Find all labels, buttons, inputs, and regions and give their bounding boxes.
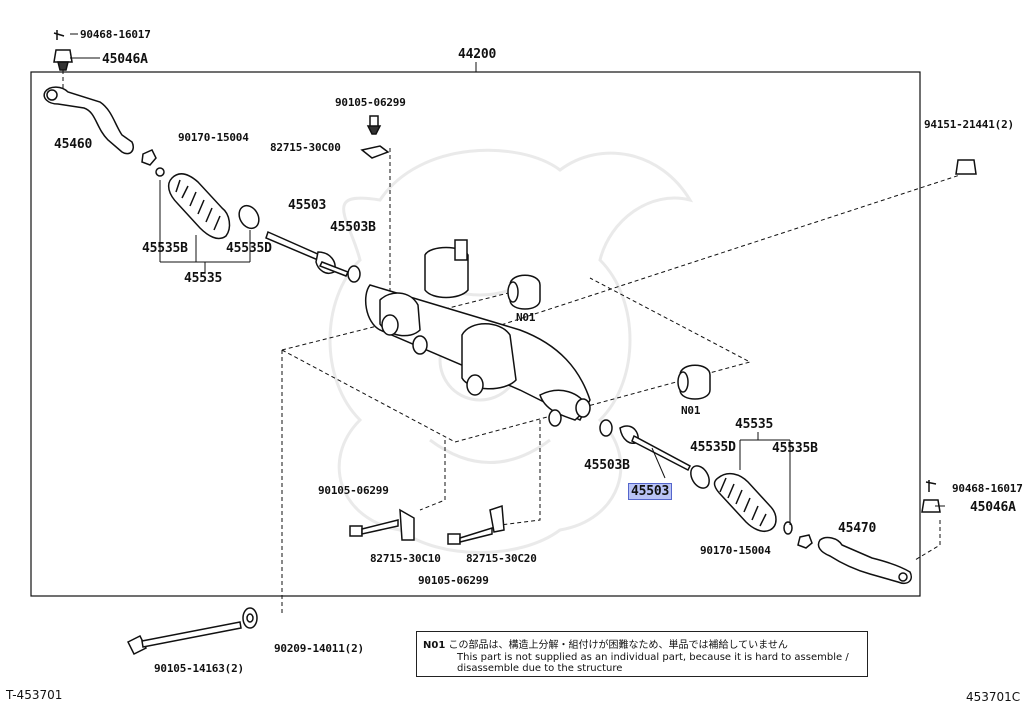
note-japanese-text: この部品は、構造上分解・組付けが困難なため、単品では補給していません	[448, 640, 788, 651]
part-45046A-right-label[interactable]: 45046A	[970, 500, 1016, 515]
boot-left-drawing	[167, 173, 260, 240]
part-45535-right-label[interactable]: 45535	[735, 417, 774, 432]
part-90105-top-label[interactable]: 90105-06299	[335, 96, 406, 109]
assembly-number[interactable]: 44200	[458, 47, 497, 62]
part-90170-left-label[interactable]: 90170-15004	[178, 131, 249, 144]
n01-top-label[interactable]: N01	[516, 311, 536, 324]
part-45535D-right-label[interactable]: 45535D	[690, 440, 736, 455]
part-82715-30C20-label[interactable]: 82715-30C20	[466, 552, 537, 565]
note-japanese: N01 この部品は、構造上分解・組付けが困難なため、単品では補給していません	[423, 636, 788, 651]
note-code: N01	[423, 640, 446, 651]
bolt-bracket-bottom-left-drawing	[349, 508, 415, 541]
part-90105-14163-label[interactable]: 90105-14163(2)	[154, 662, 244, 675]
bushing-94151-drawing	[955, 159, 977, 175]
part-45503-left-label[interactable]: 45503	[288, 198, 327, 213]
note-english: This part is not supplied as an individu…	[457, 652, 849, 674]
part-82715-30C00-label[interactable]: 82715-30C00	[270, 141, 341, 154]
part-45535B-left-label[interactable]: 45535B	[142, 241, 188, 256]
long-bolt-washer-drawing	[126, 607, 258, 656]
part-45503B-right-label[interactable]: 45503B	[584, 458, 630, 473]
part-45503-right-label-highlighted[interactable]: 45503	[628, 483, 673, 500]
part-90468-top-label[interactable]: 90468-16017	[80, 28, 151, 41]
part-82715-30C10-label[interactable]: 82715-30C10	[370, 552, 441, 565]
boot-right-drawing	[690, 465, 813, 549]
part-45470-label[interactable]: 45470	[838, 521, 877, 536]
bolt-bracket-bottom-right-drawing	[447, 504, 505, 545]
rack-end-right-drawing	[599, 419, 691, 472]
part-90105-mid-left-label[interactable]: 90105-06299	[318, 484, 389, 497]
bushing-n01-right-drawing	[677, 364, 711, 400]
tie-rod-end-right-drawing	[817, 480, 941, 584]
part-90105-bottom-label[interactable]: 90105-06299	[418, 574, 489, 587]
n01-note-box: N01 この部品は、構造上分解・組付けが困難なため、単品では補給していません T…	[416, 631, 868, 677]
bushing-n01-top-drawing	[507, 274, 541, 310]
diagram-code-left: T-453701	[6, 688, 63, 702]
part-90170-right-label[interactable]: 90170-15004	[700, 544, 771, 557]
part-90468-right-label[interactable]: 90468-16017	[952, 482, 1023, 495]
steering-rack-housing-drawing	[364, 239, 591, 427]
part-90209-label[interactable]: 90209-14011(2)	[274, 642, 364, 655]
n01-right-label[interactable]: N01	[681, 404, 701, 417]
tie-rod-end-left-drawing	[43, 30, 134, 155]
diagram-code-right: 453701C	[966, 690, 1021, 704]
part-45460-label[interactable]: 45460	[54, 137, 93, 152]
part-45503B-left-label[interactable]: 45503B	[330, 220, 376, 235]
nut-left-drawing	[141, 149, 165, 177]
part-94151-label[interactable]: 94151-21441(2)	[924, 118, 1014, 131]
label-leaders	[70, 33, 945, 525]
bracket-top-drawing	[360, 115, 390, 159]
part-45046A-left-label[interactable]: 45046A	[102, 52, 148, 67]
part-45535B-right-label[interactable]: 45535B	[772, 441, 818, 456]
part-45535D-left-label[interactable]: 45535D	[226, 241, 272, 256]
part-45535-left-label[interactable]: 45535	[184, 271, 223, 286]
rack-end-left-drawing	[265, 230, 361, 283]
